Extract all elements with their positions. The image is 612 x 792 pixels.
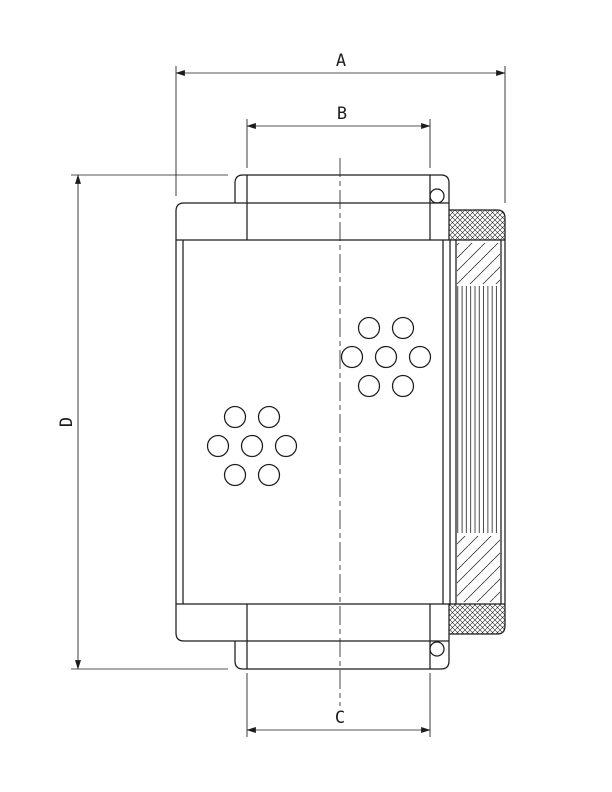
perforation-hole [357, 316, 381, 340]
perforation-hole [408, 345, 432, 369]
dimension-c: C [246, 673, 431, 737]
dimension-b: B [246, 104, 431, 168]
perforation-hole [391, 316, 415, 340]
perforation-hole [357, 374, 381, 398]
dim-c-label: C [335, 708, 345, 728]
top-seal-crosshatch [449, 210, 505, 240]
filter-body [175, 174, 506, 670]
dim-a-label: A [336, 51, 346, 71]
dimension-d: D [57, 174, 228, 670]
perforation-hole [340, 345, 364, 369]
pleated-media [457, 286, 500, 533]
o-ring-bottom [429, 641, 445, 657]
top-cap-outline [175, 202, 449, 240]
perforation-hole [391, 374, 415, 398]
perforation-hole [257, 405, 281, 429]
perforation-cluster-lower [206, 405, 298, 487]
perforation-hole [257, 463, 281, 487]
bottom-port-neck [234, 641, 450, 670]
top-seal-outline [449, 209, 506, 240]
perforation-cluster-upper [340, 316, 432, 398]
dim-d-label: D [57, 417, 77, 427]
perforation-hole [223, 405, 247, 429]
bottom-cap-outline [175, 604, 449, 642]
dim-b-label: B [337, 104, 347, 124]
media-hatch-bottom [457, 536, 500, 602]
perforation-hole [223, 463, 247, 487]
top-port-neck [234, 174, 450, 203]
bottom-seal-crosshatch [449, 604, 505, 634]
perforation-hole [274, 434, 298, 458]
bottom-seal-outline [449, 604, 506, 635]
perforation-hole [240, 434, 264, 458]
dimension-a: A [175, 51, 506, 203]
o-ring-top [429, 188, 445, 204]
perforation-hole [374, 345, 398, 369]
media-hatch-top [457, 243, 500, 284]
perforation-hole [206, 434, 230, 458]
